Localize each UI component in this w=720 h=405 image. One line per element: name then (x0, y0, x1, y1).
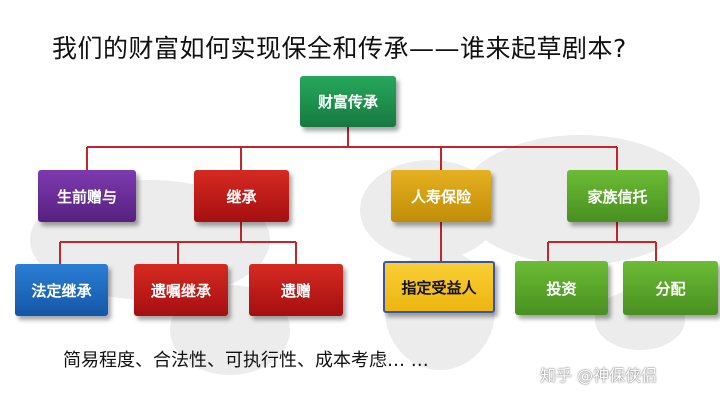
node-life-insurance: 人寿保险 (391, 170, 491, 222)
node-will-inheritance: 遗嘱继承 (134, 264, 228, 316)
node-designated-beneficiary: 指定受益人 (383, 261, 495, 313)
node-inheritance: 继承 (194, 170, 289, 222)
node-investment: 投资 (515, 261, 608, 315)
considerations-text: 简易程度、合法性、可执行性、成本考虑… … (63, 350, 429, 371)
node-wealth-inheritance: 财富传承 (300, 76, 396, 127)
node-distribution: 分配 (623, 261, 718, 315)
node-bequest: 遗赠 (249, 264, 343, 316)
node-lifetime-gift: 生前赠与 (38, 170, 136, 222)
node-family-trust: 家族信托 (567, 170, 668, 222)
node-statutory-inheritance: 法定继承 (15, 264, 108, 316)
watermark: 知乎 @神保侠侣 (540, 366, 658, 385)
slide-title: 我们的财富如何实现保全和传承——谁来起草剧本? (52, 34, 627, 63)
